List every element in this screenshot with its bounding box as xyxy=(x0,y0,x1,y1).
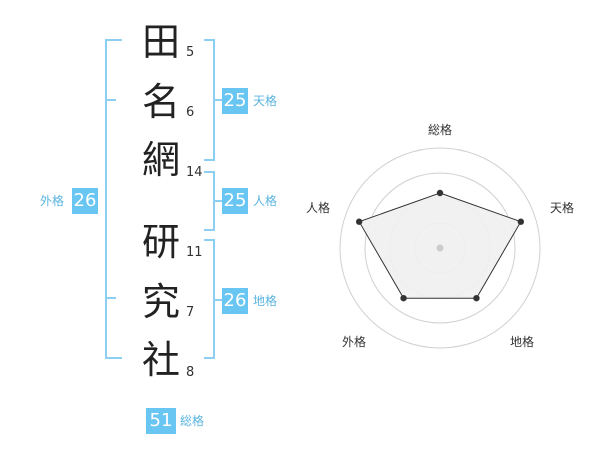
gaikaku-value: 26 xyxy=(72,188,98,214)
chikaku-label: 地格 xyxy=(253,294,278,308)
stroke-count-6: 8 xyxy=(186,365,195,380)
name-char-1: 田 xyxy=(141,20,180,64)
stroke-count-3: 14 xyxy=(186,165,203,180)
radar-point xyxy=(355,218,363,225)
radar-point xyxy=(436,189,444,197)
radar-label-jinkaku: 人格 xyxy=(306,200,330,215)
name-char-3: 網 xyxy=(141,138,180,182)
radar-label-soukaku: 総格 xyxy=(428,122,452,137)
radar-ring xyxy=(339,147,541,349)
stroke-count-1: 5 xyxy=(186,45,195,60)
gaikaku-label: 外格 xyxy=(40,194,65,208)
radar-label-chikaku: 地格 xyxy=(510,334,534,349)
radar-label-gaikaku: 外格 xyxy=(342,334,366,349)
tenkaku-value: 25 xyxy=(222,88,248,114)
stroke-count-2: 6 xyxy=(186,105,195,120)
name-char-4: 研 xyxy=(141,220,180,264)
tenkaku-label: 天格 xyxy=(253,94,278,108)
name-char-5: 究 xyxy=(141,280,180,324)
soukaku-label: 総格 xyxy=(180,414,205,428)
radar-points xyxy=(355,189,525,302)
radar-point xyxy=(400,294,407,302)
radar-point xyxy=(517,218,525,225)
name-char-6: 社 xyxy=(141,338,180,382)
radar-point xyxy=(473,294,480,302)
radar-center-dot xyxy=(436,244,444,252)
name-char-2: 名 xyxy=(141,80,180,124)
stroke-count-5: 7 xyxy=(186,305,195,320)
radar-ring xyxy=(364,172,516,324)
stroke-count-4: 11 xyxy=(186,245,203,260)
jinkaku-label: 人格 xyxy=(253,194,278,208)
chikaku-value: 26 xyxy=(222,288,248,314)
radar-label-tenkaku: 天格 xyxy=(550,200,574,215)
outer-bracket xyxy=(105,39,122,359)
jinkaku-value: 25 xyxy=(222,188,248,214)
soukaku-value: 51 xyxy=(146,408,176,434)
